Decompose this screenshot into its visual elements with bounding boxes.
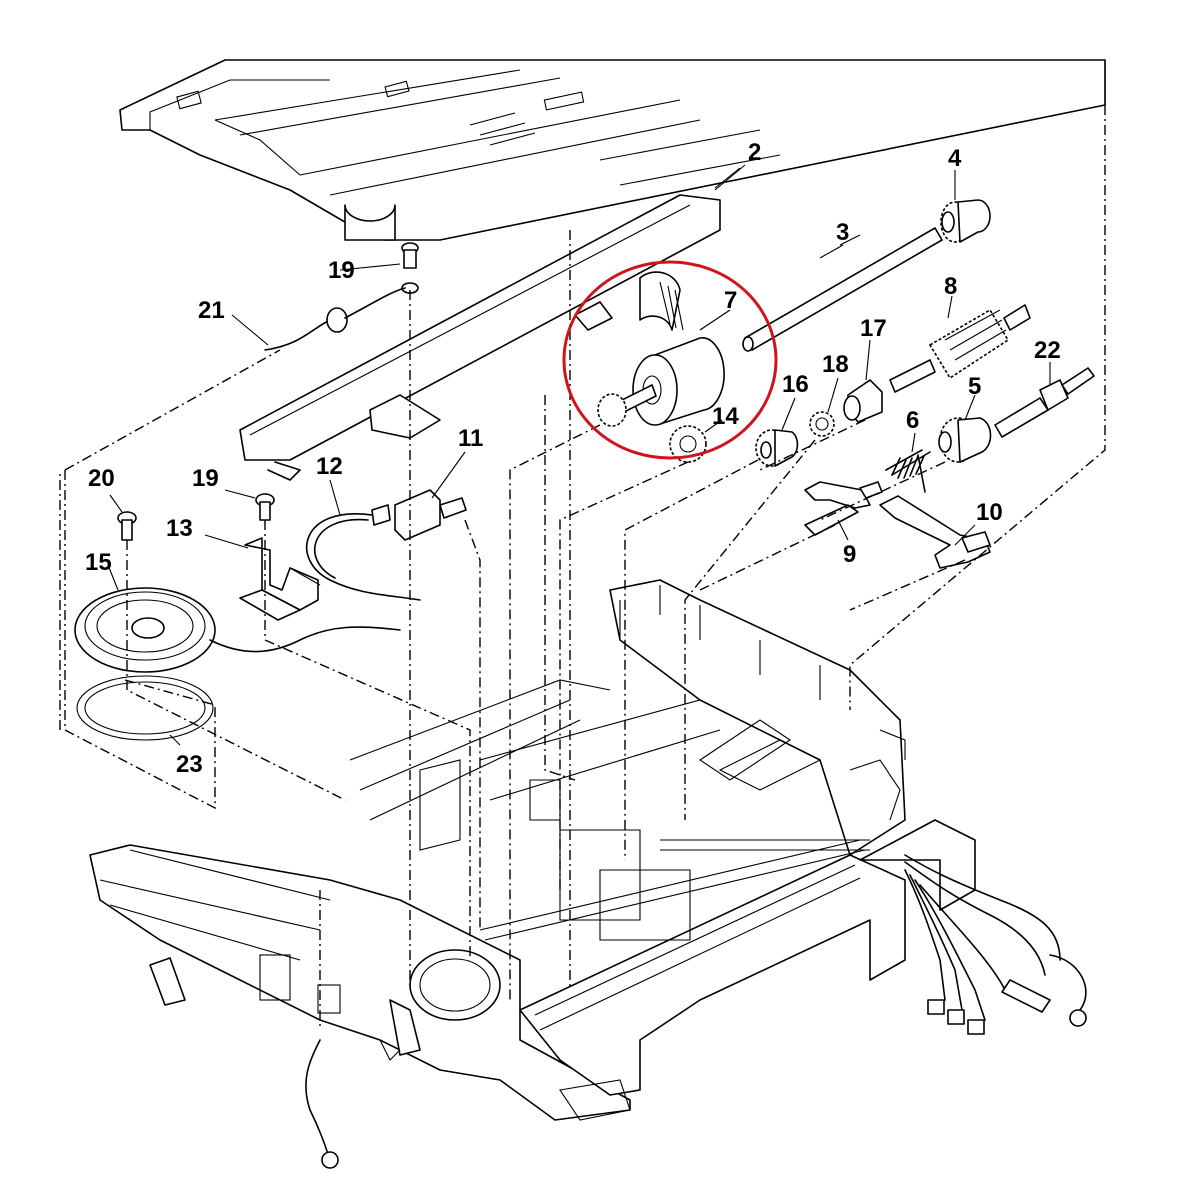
gear-part-14 [669,425,707,463]
spring-part-18 [809,411,835,437]
callout-22: 22 [1034,337,1061,364]
callout-8: 8 [944,273,957,300]
leader-lines [107,164,1051,746]
callout-19-upper: 19 [328,257,355,284]
callout-2: 2 [748,139,761,166]
callout-18: 18 [822,351,849,378]
screw-part-19-lower [255,493,275,521]
roller-part-8 [889,304,1031,393]
gear-part-5 [938,417,992,463]
clutch-roller-part-7 [597,271,725,427]
callout-13: 13 [166,515,193,542]
callout-6: 6 [906,407,919,434]
pin-part-22 [994,367,1095,438]
assembly-reference-lines [59,105,1106,1030]
gasket-ring-part-23 [76,675,214,741]
bracket-part-13 [239,537,321,621]
callout-17: 17 [860,315,887,342]
screw-part-19-upper [401,242,419,294]
screw-part-20 [117,511,137,541]
callout-4: 4 [948,145,962,172]
callout-5: 5 [968,373,981,400]
callout-10: 10 [976,499,1003,526]
wire-harness [305,854,1087,1169]
bushing-part-17 [843,379,883,423]
shaft-part-3 [742,227,943,352]
speaker-part-15 [74,587,401,673]
ground-wire-part-21 [264,287,406,351]
callout-14: 14 [712,403,739,430]
callout-3: 3 [836,219,849,246]
callout-20: 20 [88,465,115,492]
top-cover [119,59,1106,241]
cable-part-12 [306,513,421,601]
main-chassis [89,579,976,1121]
spring-part-6 [885,449,931,493]
callout-21: 21 [198,297,225,324]
callout-labels: 2 3 4 5 6 7 8 9 10 11 12 13 14 15 16 17 … [85,139,1061,778]
callout-9: 9 [843,541,856,568]
callout-12: 12 [316,453,343,480]
callout-23: 23 [176,751,203,778]
gear-part-16 [755,429,799,467]
sensor-part-11 [371,489,467,541]
guide-bar-part-2 [239,167,741,481]
callout-19-lower: 19 [192,465,219,492]
callout-7: 7 [724,287,737,314]
highlight-circle [562,260,778,460]
lever-part-10 [879,495,991,569]
callout-16: 16 [782,371,809,398]
gear-part-4 [940,199,991,243]
callout-11: 11 [458,425,483,452]
callout-15: 15 [85,549,112,576]
lever-part-9 [804,481,883,536]
